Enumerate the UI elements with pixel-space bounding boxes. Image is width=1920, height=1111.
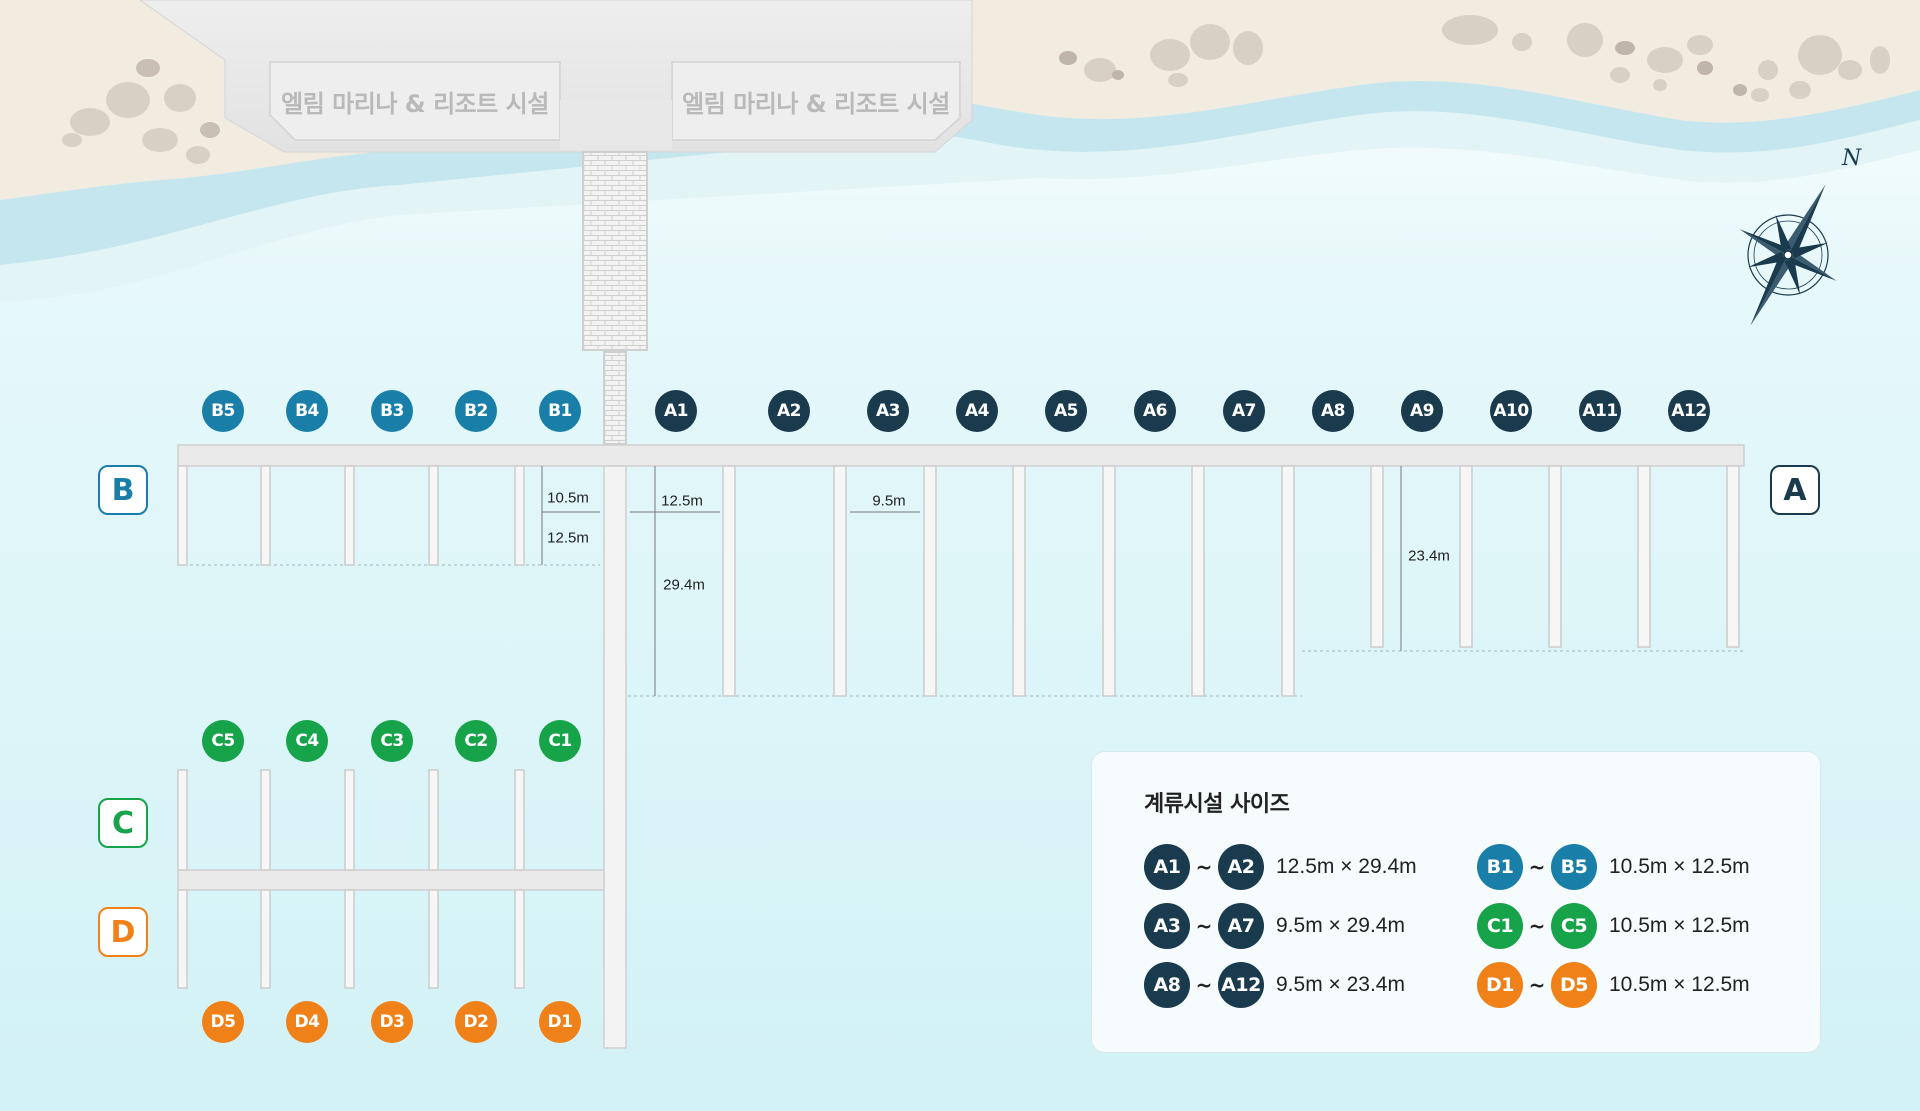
slip-badge-a6[interactable]: A6 <box>1134 390 1176 432</box>
legend-tilde: ~ <box>1195 855 1213 879</box>
slip-badge-c4[interactable]: C4 <box>286 720 328 762</box>
legend-row: A3~A7 9.5m × 29.4m <box>1144 903 1405 949</box>
legend-size: 10.5m × 12.5m <box>1609 855 1750 878</box>
legend-tilde: ~ <box>1528 914 1546 938</box>
dim-b-length: 12.5m <box>547 529 589 547</box>
legend-size: 9.5m × 23.4m <box>1276 973 1405 996</box>
legend-tilde: ~ <box>1195 973 1213 997</box>
slip-badge-d1[interactable]: D1 <box>539 1001 581 1043</box>
main-walkway <box>177 444 1745 467</box>
legend-size: 12.5m × 29.4m <box>1276 855 1417 878</box>
legend-row: D1~D5 10.5m × 12.5m <box>1477 962 1750 1008</box>
building-label-left: 엘림 마리나 & 리조트 시설 <box>281 89 549 118</box>
dock-label-b[interactable]: B <box>98 465 148 515</box>
slip-badge-c2[interactable]: C2 <box>455 720 497 762</box>
b-fingers <box>177 465 525 566</box>
legend-row: A8~A12 9.5m × 23.4m <box>1144 962 1405 1008</box>
legend-tilde: ~ <box>1528 855 1546 879</box>
slip-badge-a9[interactable]: A9 <box>1401 390 1443 432</box>
slip-badge-b5[interactable]: B5 <box>202 390 244 432</box>
legend-row: A1~A2 12.5m × 29.4m <box>1144 844 1417 890</box>
legend-row: C1~C5 10.5m × 12.5m <box>1477 903 1750 949</box>
dim-a1-width: 12.5m <box>661 492 703 510</box>
slip-badge-a3[interactable]: A3 <box>867 390 909 432</box>
legend-badge-to: A12 <box>1218 962 1264 1008</box>
legend-badge-from: A1 <box>1144 844 1190 890</box>
cd-walkway <box>177 869 605 891</box>
slip-badge-a1[interactable]: A1 <box>655 390 697 432</box>
rocks <box>62 59 220 164</box>
dim-a-length-long: 29.4m <box>663 576 705 594</box>
slip-badge-c5[interactable]: C5 <box>202 720 244 762</box>
slip-badge-a7[interactable]: A7 <box>1223 390 1265 432</box>
building-label-right: 엘림 마리나 & 리조트 시설 <box>682 89 950 118</box>
legend-title: 계류시설 사이즈 <box>1144 792 1290 817</box>
gangway <box>582 151 648 351</box>
slip-badge-a8[interactable]: A8 <box>1312 390 1354 432</box>
legend-badge-from: A8 <box>1144 962 1190 1008</box>
dimension-lines <box>541 466 1402 696</box>
legend-size: 10.5m × 12.5m <box>1609 973 1750 996</box>
a-fingers-long <box>722 465 1295 697</box>
legend-badge-to: A2 <box>1218 844 1264 890</box>
legend-badge-from: D1 <box>1477 962 1523 1008</box>
legend-badge-from: C1 <box>1477 903 1523 949</box>
slip-badge-a2[interactable]: A2 <box>768 390 810 432</box>
dock-label-a[interactable]: A <box>1770 465 1820 515</box>
compass-icon <box>1739 184 1837 326</box>
legend-badge-from: A3 <box>1144 903 1190 949</box>
legend-tilde: ~ <box>1528 973 1546 997</box>
slip-badge-d5[interactable]: D5 <box>202 1001 244 1043</box>
dim-a-length-short: 23.4m <box>1408 547 1450 565</box>
legend-row: B1~B5 10.5m × 12.5m <box>1477 844 1750 890</box>
slip-badge-a10[interactable]: A10 <box>1490 390 1532 432</box>
compass-north-label: N <box>1841 146 1862 171</box>
legend-badge-to: B5 <box>1551 844 1597 890</box>
rocks <box>1059 15 1890 102</box>
slip-badge-d3[interactable]: D3 <box>371 1001 413 1043</box>
slip-badge-c3[interactable]: C3 <box>371 720 413 762</box>
building-panel-left <box>269 61 561 141</box>
dock-label-d[interactable]: D <box>98 907 148 957</box>
spine-walkway <box>603 465 627 1049</box>
slip-badge-b1[interactable]: B1 <box>539 390 581 432</box>
slip-badge-b3[interactable]: B3 <box>371 390 413 432</box>
legend-badge-from: B1 <box>1477 844 1523 890</box>
slip-badge-b4[interactable]: B4 <box>286 390 328 432</box>
c-fingers <box>177 769 525 871</box>
slip-badge-c1[interactable]: C1 <box>539 720 581 762</box>
dock-label-c[interactable]: C <box>98 798 148 848</box>
dim-b-width: 10.5m <box>547 489 589 507</box>
a-fingers-short <box>1370 465 1740 648</box>
gangway-ramp <box>603 351 627 445</box>
slip-badge-a11[interactable]: A11 <box>1579 390 1621 432</box>
slip-badge-b2[interactable]: B2 <box>455 390 497 432</box>
legend-badge-to: D5 <box>1551 962 1597 1008</box>
dim-a-width: 9.5m <box>872 492 906 510</box>
guide-lines <box>178 564 1745 697</box>
legend-tilde: ~ <box>1195 914 1213 938</box>
legend-badge-to: C5 <box>1551 903 1597 949</box>
slip-badge-d4[interactable]: D4 <box>286 1001 328 1043</box>
slip-badge-a5[interactable]: A5 <box>1045 390 1087 432</box>
slip-badge-d2[interactable]: D2 <box>455 1001 497 1043</box>
legend-size: 9.5m × 29.4m <box>1276 914 1405 937</box>
wave-band-light <box>0 111 1920 302</box>
d-fingers <box>177 889 525 989</box>
legend-size: 10.5m × 12.5m <box>1609 914 1750 937</box>
slip-badge-a4[interactable]: A4 <box>956 390 998 432</box>
legend-badge-to: A7 <box>1218 903 1264 949</box>
slip-badge-a12[interactable]: A12 <box>1668 390 1710 432</box>
